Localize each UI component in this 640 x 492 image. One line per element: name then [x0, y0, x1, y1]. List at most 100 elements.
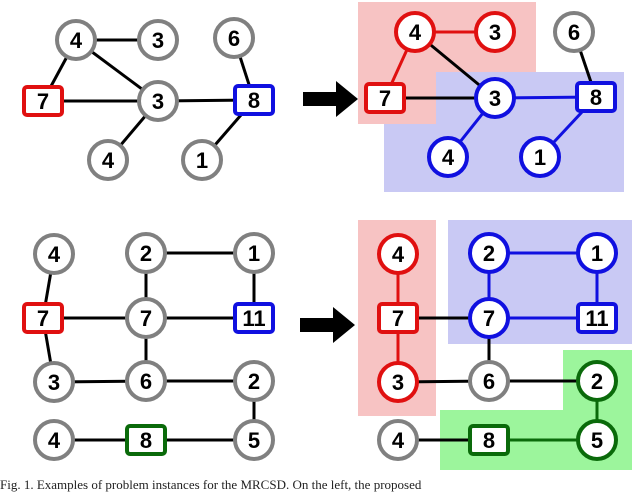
node-d6: 6 [468, 360, 510, 402]
node-label: 4 [392, 242, 405, 267]
node-label: 5 [248, 428, 260, 453]
node-d5: 5 [576, 419, 618, 461]
node-square-shape [575, 81, 617, 113]
node-label: 7 [140, 306, 152, 331]
node-b4: 4 [394, 11, 436, 53]
node-d2: 2 [468, 232, 510, 274]
node-circle-shape [377, 361, 419, 403]
node-label: 6 [228, 26, 240, 51]
node-label: 7 [37, 306, 49, 331]
node-label: 4 [48, 242, 61, 267]
node-label: 3 [48, 370, 60, 395]
node-square-shape [377, 302, 419, 334]
node-circle-shape [468, 360, 510, 402]
node-label: 1 [248, 241, 260, 266]
node-d7s: 7 [377, 302, 419, 334]
node-square-shape [233, 84, 275, 116]
arrow-example-1 [303, 81, 358, 117]
node-circle-shape [474, 11, 516, 53]
node-square-shape [22, 302, 64, 334]
arrow-example-2 [300, 307, 355, 343]
node-label: 8 [248, 88, 260, 113]
node-circle-shape [474, 77, 516, 119]
node-c1: 1 [233, 232, 275, 274]
node-c7s: 7 [22, 302, 64, 334]
node-label: 2 [591, 369, 603, 394]
node-b1: 1 [519, 136, 561, 178]
node-d4b: 4 [377, 419, 419, 461]
node-circle-shape [468, 297, 510, 339]
node-a4: 4 [55, 19, 97, 61]
node-label: 3 [489, 20, 501, 45]
node-label: 3 [152, 89, 164, 114]
node-d8: 8 [468, 424, 510, 456]
node-a1: 1 [181, 139, 223, 181]
node-label: 4 [70, 28, 83, 53]
node-c4: 4 [33, 233, 75, 275]
node-circle-shape [181, 139, 223, 181]
node-label: 7 [37, 89, 49, 114]
node-label: 8 [590, 85, 602, 110]
node-square-shape [22, 85, 64, 117]
node-d1: 1 [576, 232, 618, 274]
node-circle-shape [33, 233, 75, 275]
node-c7: 7 [125, 297, 167, 339]
node-c6: 6 [125, 360, 167, 402]
node-c8: 8 [125, 424, 167, 456]
node-a4b: 4 [87, 139, 129, 181]
node-label: 11 [585, 306, 608, 331]
node-label: 4 [102, 148, 115, 173]
node-circle-shape [377, 233, 419, 275]
node-circle-shape [137, 80, 179, 122]
node-circle-shape [377, 419, 419, 461]
node-b3t: 3 [474, 11, 516, 53]
node-square-shape [125, 424, 167, 456]
node-b6: 6 [553, 11, 595, 53]
node-label: 1 [591, 241, 603, 266]
node-label: 5 [591, 428, 603, 453]
node-circle-shape [519, 136, 561, 178]
node-circle-shape [125, 297, 167, 339]
node-circle-shape [33, 419, 75, 461]
node-b4b: 4 [427, 136, 469, 178]
node-label: 7 [392, 306, 404, 331]
node-circle-shape [125, 232, 167, 274]
node-a6: 6 [213, 17, 255, 59]
node-label: 6 [568, 20, 580, 45]
node-circle-shape [233, 419, 275, 461]
node-label: 4 [442, 145, 455, 170]
node-b7: 7 [364, 82, 406, 114]
arrows-layer [300, 81, 358, 343]
node-circle-shape [33, 361, 75, 403]
node-c5: 5 [233, 419, 275, 461]
node-square-shape [233, 302, 275, 334]
node-label: 2 [248, 369, 260, 394]
node-d11: 11 [576, 302, 618, 334]
node-label: 6 [140, 369, 152, 394]
node-b3: 3 [474, 77, 516, 119]
node-label: 7 [483, 306, 495, 331]
node-circle-shape [553, 11, 595, 53]
node-circle-shape [394, 11, 436, 53]
node-circle-shape [468, 232, 510, 274]
node-label: 3 [489, 86, 501, 111]
node-circle-shape [427, 136, 469, 178]
node-a3t: 3 [137, 19, 179, 61]
node-label: 4 [392, 428, 405, 453]
node-label: 4 [409, 20, 422, 45]
node-circle-shape [87, 139, 129, 181]
node-label: 4 [48, 428, 61, 453]
node-circle-shape [137, 19, 179, 61]
node-square-shape [364, 82, 406, 114]
node-label: 3 [152, 28, 164, 53]
node-d3: 3 [377, 361, 419, 403]
node-b8: 8 [575, 81, 617, 113]
node-circle-shape [576, 232, 618, 274]
node-label: 8 [483, 428, 495, 453]
node-label: 2 [483, 241, 495, 266]
node-a3: 3 [137, 80, 179, 122]
node-label: 3 [392, 370, 404, 395]
node-square-shape [468, 424, 510, 456]
